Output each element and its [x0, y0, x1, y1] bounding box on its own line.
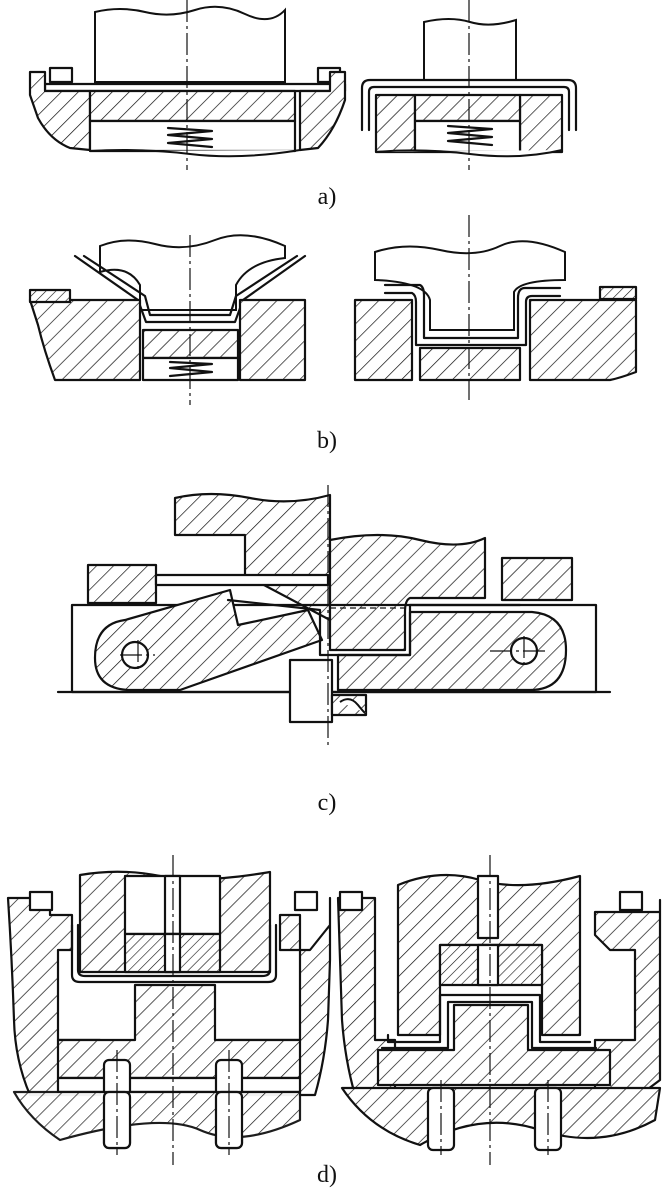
ejector-a-left [88, 89, 297, 123]
spring-a-right [446, 124, 494, 147]
punch-a-right [423, 18, 517, 81]
panel-label-a: a) [318, 184, 337, 210]
spring-a-left [166, 126, 214, 149]
rocker-c-left [93, 588, 324, 692]
upper-die-c [173, 492, 332, 622]
outer-die-d-right [336, 896, 397, 1097]
panel-label-d: d) [317, 1162, 337, 1188]
stop-pin-b-left [28, 288, 72, 304]
punch-b-left [99, 234, 286, 311]
ejector-c [288, 658, 334, 724]
panel-label-c: c) [318, 790, 337, 816]
die-a-left [28, 70, 92, 152]
panel-c: c) [56, 485, 612, 816]
stop-pin-d-left [28, 890, 54, 912]
panel-d: d) [6, 855, 662, 1188]
die-b-right-left [353, 298, 414, 382]
punch-a-left [94, 5, 286, 83]
spring-cavity-a-left [88, 119, 297, 153]
rocker-c-right [336, 610, 568, 692]
panel-b: b) [28, 215, 638, 454]
die-a-right [374, 93, 417, 154]
die-b-left [28, 298, 142, 382]
blank-d-left [70, 923, 278, 984]
spring-b-left [168, 360, 214, 378]
punch-d-right [396, 873, 582, 1037]
blank-b-right [383, 283, 562, 340]
slider-block-c-left [86, 563, 158, 605]
panel-a: a) [28, 0, 578, 210]
slider-block-c-right [500, 556, 574, 602]
ejector-a-right [413, 93, 522, 123]
ejector-d-right [376, 1003, 612, 1087]
die-a-right-ring [298, 70, 347, 152]
ejector-b-right [418, 346, 522, 382]
ejector-d-left [56, 983, 302, 1080]
punch-b-right [374, 240, 566, 331]
panel-label-b: b) [317, 428, 337, 454]
blank-d-right [386, 993, 592, 1044]
stop-pin-b-right [598, 285, 638, 301]
die-b-right [238, 298, 307, 382]
blank-c [226, 598, 522, 657]
stop-pin-a-left [48, 66, 74, 84]
stop-pin-d-right [338, 890, 364, 912]
